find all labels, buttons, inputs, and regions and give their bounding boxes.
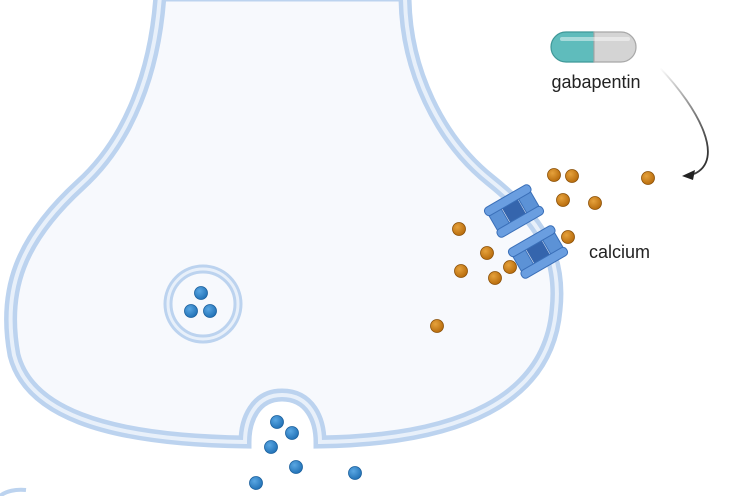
calcium-ions (430, 168, 655, 333)
calcium-ion (641, 171, 655, 185)
partial-cell-edge (0, 487, 27, 496)
membrane-outer (3, 0, 564, 449)
curved-arrow-icon (659, 67, 709, 180)
calcium-ion (430, 319, 444, 333)
calcium-ion (480, 246, 494, 260)
calcium-channel-icon (507, 225, 569, 279)
neurotransmitter (285, 426, 299, 440)
neurotransmitter (289, 460, 303, 474)
neurotransmitter (270, 415, 284, 429)
calcium-ion (565, 169, 579, 183)
released-neurotransmitters (249, 415, 362, 490)
calcium-ion (561, 230, 575, 244)
neurotransmitter (203, 304, 217, 318)
neurotransmitter (348, 466, 362, 480)
calcium-channel-icon (483, 184, 545, 238)
neurotransmitter (264, 440, 278, 454)
neurotransmitter (184, 304, 198, 318)
calcium-ion (503, 260, 517, 274)
calcium-label: calcium (589, 242, 650, 262)
synaptic-vesicle-icon (163, 264, 243, 344)
gabapentin-label: gabapentin (551, 72, 640, 92)
calcium-ion (547, 168, 561, 182)
calcium-ion (556, 193, 570, 207)
calcium-ion (488, 271, 502, 285)
calcium-ion (588, 196, 602, 210)
presynaptic-terminal (3, 0, 564, 449)
calcium-ion (454, 264, 468, 278)
capsule-icon (550, 31, 637, 63)
neurotransmitter (249, 476, 263, 490)
calcium-ion (452, 222, 466, 236)
neurotransmitter (194, 286, 208, 300)
